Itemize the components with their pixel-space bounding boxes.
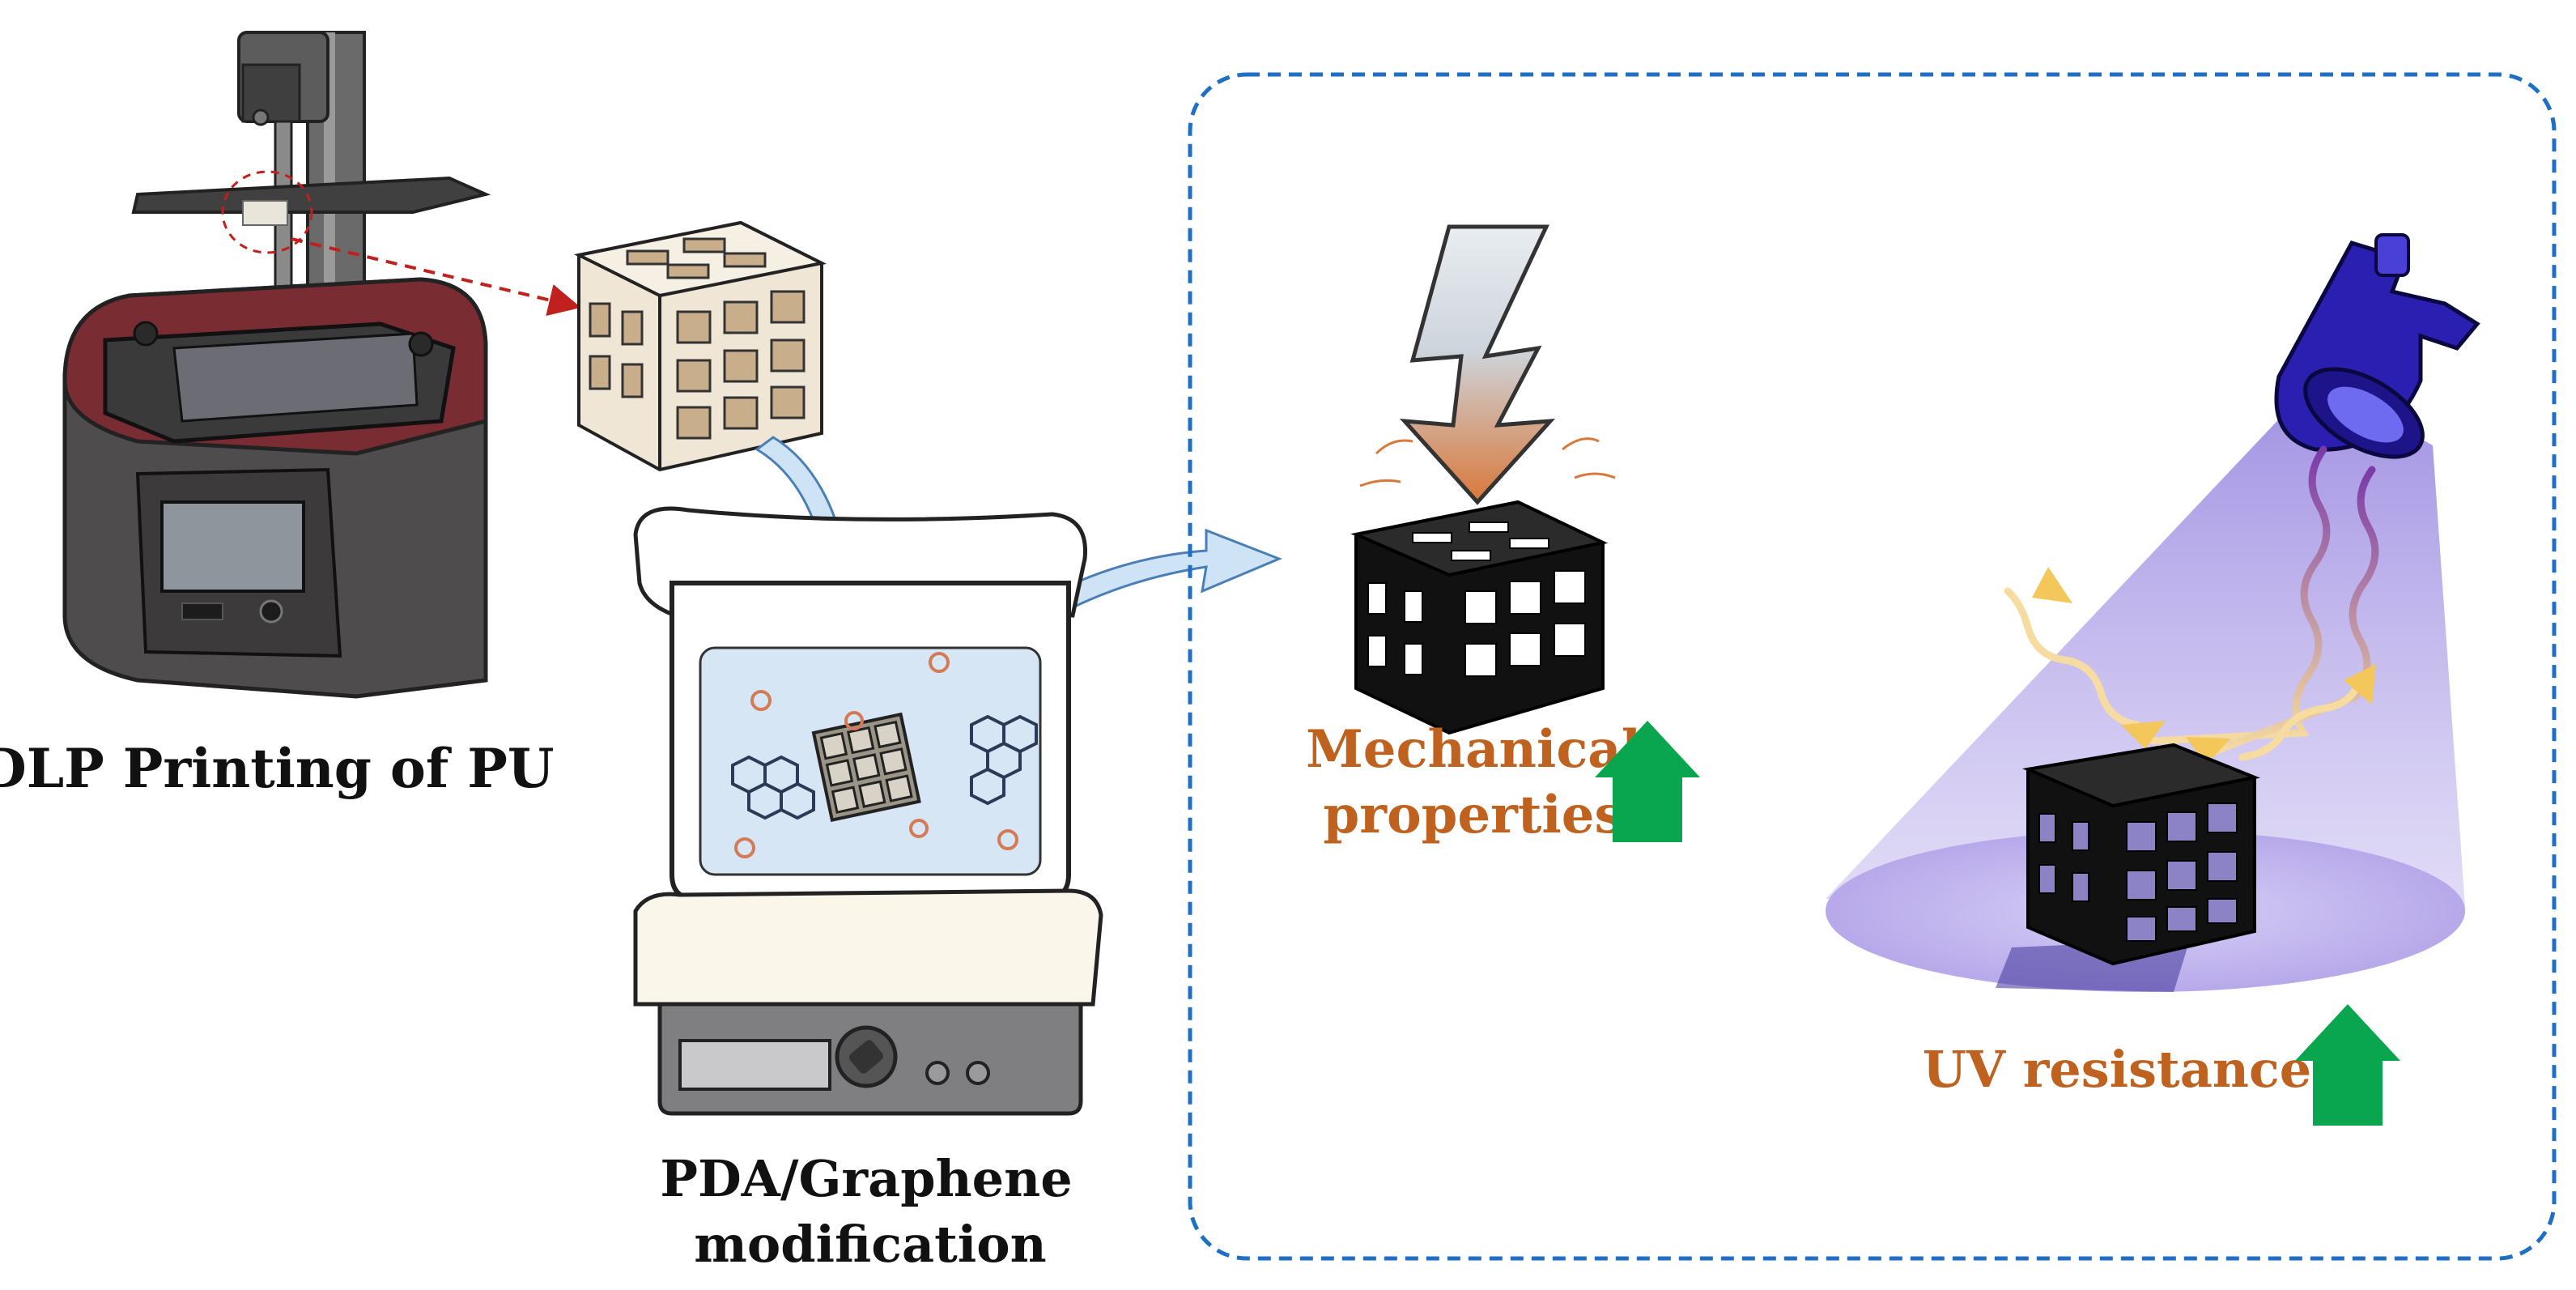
wave-arrowhead	[2121, 721, 2166, 749]
wave-arrowhead	[2032, 567, 2072, 603]
uv-wave-2	[2206, 466, 2379, 757]
beaker-on-stirrer-icon	[633, 506, 1103, 1116]
mechanical-label-line2: properties	[1324, 785, 1624, 845]
wave-arrowhead	[2344, 664, 2376, 705]
reflected-wave-right	[2238, 676, 2364, 761]
dlp-printer-icon	[62, 31, 491, 699]
uv-beam	[1826, 381, 2465, 907]
dlp-label: DLP Printing of PU	[0, 737, 554, 800]
reflected-wave-left	[2004, 587, 2141, 729]
mechanical-label-line1: Mechanical	[1306, 719, 1641, 780]
lightning-bolt-icon	[1359, 224, 1616, 505]
uv-lamp-icon	[2274, 233, 2480, 459]
up-arrow-icon	[2295, 1004, 2400, 1126]
up-arrow-icon	[1595, 721, 1700, 842]
zoom-connector-line	[291, 237, 581, 317]
wave-arrowhead	[2186, 737, 2230, 765]
uv-wave-1	[2149, 445, 2331, 745]
black-scaffold-mechanical	[1350, 500, 1609, 735]
pda-label-line2: modification	[694, 1215, 1046, 1274]
pda-label-line1: PDA/Graphene	[660, 1149, 1072, 1208]
uv-resistance-label: UV resistance	[1923, 1040, 2311, 1099]
black-scaffold-uv	[1996, 743, 2260, 992]
results-frame	[1188, 72, 2557, 1261]
lattice-scaffold-icon	[573, 220, 827, 472]
